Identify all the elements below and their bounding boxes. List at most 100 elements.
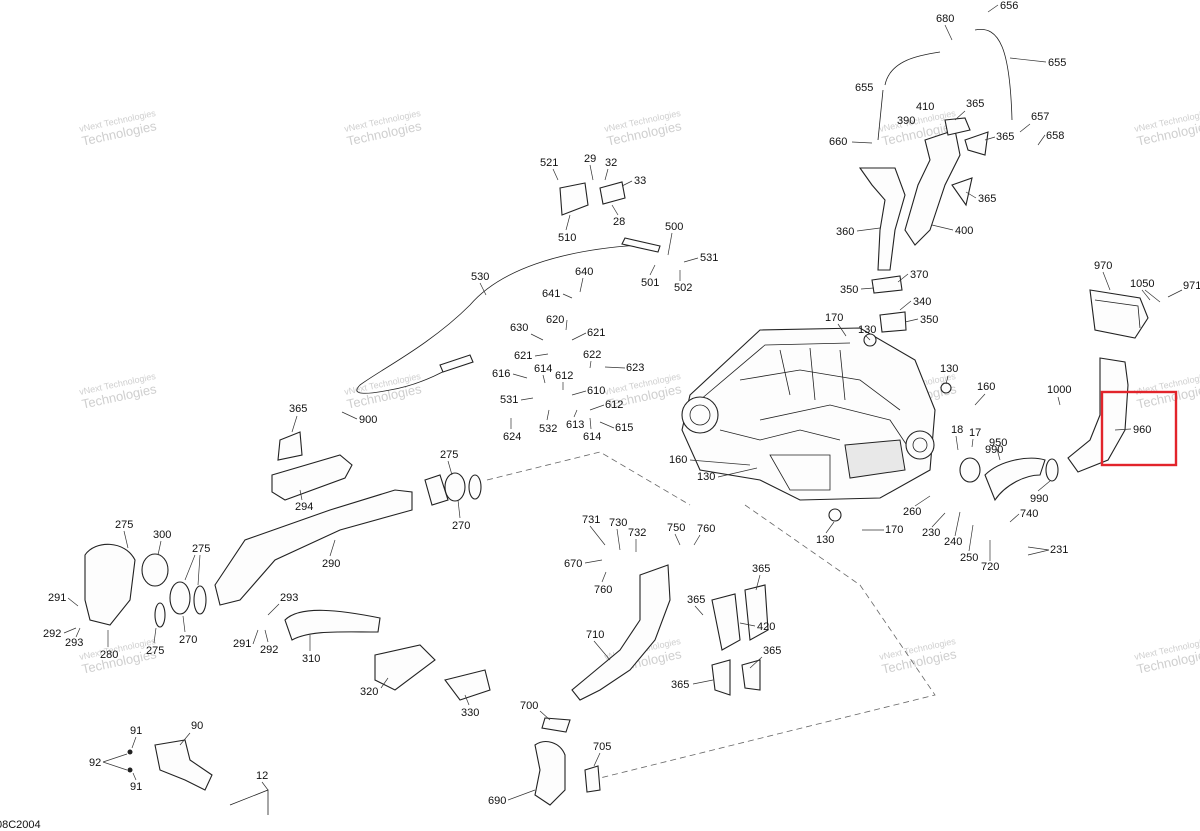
label-365-lower-b: 365	[687, 594, 705, 606]
label-350-left: 350	[840, 284, 858, 296]
label-29: 29	[584, 153, 596, 165]
label-760-bottom: 760	[594, 584, 612, 596]
label-630: 630	[510, 322, 528, 334]
bracket-90-assembly	[127, 739, 269, 815]
label-960: 960	[1133, 424, 1151, 436]
label-293-left: 293	[65, 637, 83, 649]
label-657: 657	[1031, 111, 1049, 123]
label-531-top: 531	[700, 252, 718, 264]
label-1050: 1050	[1130, 278, 1154, 290]
lower-ducts	[534, 564, 769, 806]
label-620: 620	[546, 314, 564, 326]
label-365-left: 365	[289, 403, 307, 415]
label-971: 971	[1183, 280, 1200, 292]
label-760-top: 760	[697, 523, 715, 535]
label-293-mid: 293	[280, 592, 298, 604]
label-670: 670	[564, 558, 582, 570]
label-420: 420	[757, 621, 775, 633]
label-275-left: 275	[115, 519, 133, 531]
label-294: 294	[295, 501, 313, 513]
label-900: 900	[359, 414, 377, 426]
label-680: 680	[936, 13, 954, 25]
label-365-lower-a: 365	[752, 563, 770, 575]
label-656: 656	[1000, 0, 1018, 12]
intake-ducts-upper	[858, 28, 1013, 333]
label-291-mid: 291	[233, 638, 251, 650]
label-260: 260	[903, 506, 921, 518]
label-740: 740	[1020, 508, 1038, 520]
label-275-top: 275	[440, 449, 458, 461]
label-655-right: 655	[1048, 57, 1066, 69]
label-90: 90	[191, 720, 203, 732]
label-720: 720	[981, 561, 999, 573]
intake-left	[84, 431, 491, 701]
label-990-top: 990	[985, 444, 1003, 456]
label-231: 231	[1050, 544, 1068, 556]
label-292-left: 292	[43, 628, 61, 640]
label-705: 705	[593, 741, 611, 753]
label-616: 616	[492, 368, 510, 380]
label-655-left: 655	[855, 82, 873, 94]
label-92: 92	[89, 757, 101, 769]
diagram-code: 08C2004	[0, 819, 41, 831]
label-612-right: 612	[605, 399, 623, 411]
label-170-top: 170	[825, 312, 843, 324]
label-130-right: 130	[940, 363, 958, 375]
label-290: 290	[322, 558, 340, 570]
label-531-mid: 531	[500, 394, 518, 406]
label-330: 330	[461, 707, 479, 719]
label-612-top: 612	[555, 370, 573, 382]
label-622: 622	[583, 349, 601, 361]
label-501: 501	[641, 277, 659, 289]
label-250: 250	[960, 552, 978, 564]
label-291-left: 291	[48, 592, 66, 604]
engine-assembly	[681, 327, 952, 522]
label-270-left: 270	[179, 634, 197, 646]
label-230: 230	[922, 527, 940, 539]
label-240: 240	[944, 536, 962, 548]
label-91-top: 91	[130, 725, 142, 737]
label-700: 700	[520, 700, 538, 712]
label-990-bottom: 990	[1030, 493, 1048, 505]
label-12: 12	[256, 770, 268, 782]
label-365-mid: 365	[996, 131, 1014, 143]
label-365-right: 365	[978, 193, 996, 205]
label-621-right: 621	[587, 327, 605, 339]
label-370: 370	[910, 269, 928, 281]
label-292-mid: 292	[260, 644, 278, 656]
label-130-top: 130	[858, 324, 876, 336]
label-502: 502	[674, 282, 692, 294]
label-731: 731	[582, 514, 600, 526]
label-365-top: 365	[966, 98, 984, 110]
label-160-right: 160	[977, 381, 995, 393]
label-360: 360	[836, 226, 854, 238]
highlight-box	[1100, 390, 1178, 467]
label-275-bottom: 275	[146, 645, 164, 657]
label-658: 658	[1046, 130, 1064, 142]
label-615: 615	[615, 422, 633, 434]
label-621-left: 621	[514, 350, 532, 362]
label-91-bottom: 91	[130, 781, 142, 793]
label-17: 17	[969, 427, 981, 439]
label-170-bottom: 170	[885, 524, 903, 536]
label-730: 730	[609, 517, 627, 529]
label-410: 410	[916, 101, 934, 113]
label-532: 532	[539, 423, 557, 435]
label-710: 710	[586, 629, 604, 641]
label-18: 18	[951, 424, 963, 436]
label-400: 400	[955, 225, 973, 237]
label-624: 624	[503, 431, 521, 443]
label-732: 732	[628, 527, 646, 539]
label-275-right: 275	[192, 543, 210, 555]
assembly-guide-lines	[486, 451, 936, 779]
label-610: 610	[587, 385, 605, 397]
label-280: 280	[100, 649, 118, 661]
label-641: 641	[542, 288, 560, 300]
label-33: 33	[634, 175, 646, 187]
callout-labels: 680 656 655 655 410 365 390 657 660 365 …	[43, 0, 1200, 807]
label-521: 521	[540, 157, 558, 169]
label-950: 950	[989, 437, 1007, 449]
label-530: 530	[471, 271, 489, 283]
label-614-bottom: 614	[583, 431, 601, 443]
label-390: 390	[897, 115, 915, 127]
